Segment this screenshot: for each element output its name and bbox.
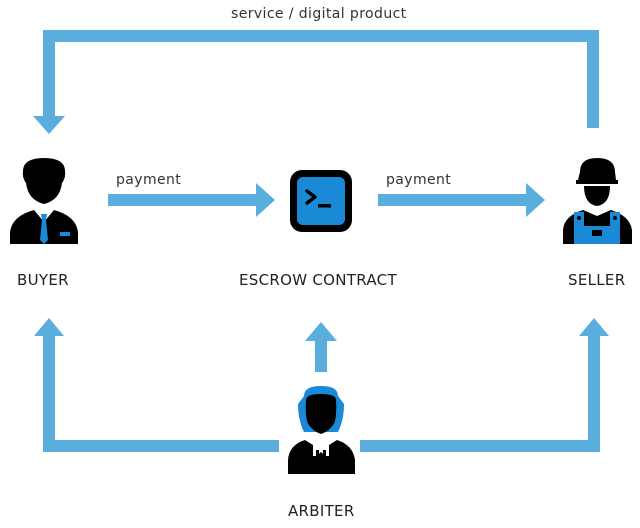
payment-arrow-to-seller [378,183,545,217]
businessman-icon [10,158,78,244]
arbiter-label: ARBITER [288,502,355,520]
service-return-arrow [33,30,599,134]
arbiter-to-seller-arrow [360,318,609,452]
seller-payment-edge-label: payment [386,172,452,188]
terminal-icon [290,170,352,232]
payment-arrow-to-contract [108,183,275,217]
buyer-payment-edge-label: payment [116,172,182,188]
service-edge-label: service / digital product [231,6,407,22]
buyer-label: BUYER [17,271,69,289]
seller-label: SELLER [568,271,626,289]
arrows-layer [33,30,609,452]
escrow-contract-label: ESCROW CONTRACT [239,271,397,289]
arbiter-to-contract-arrow [305,322,337,372]
judge-icon [288,386,355,474]
worker-icon [563,158,632,244]
arbiter-to-buyer-arrow [34,318,279,452]
